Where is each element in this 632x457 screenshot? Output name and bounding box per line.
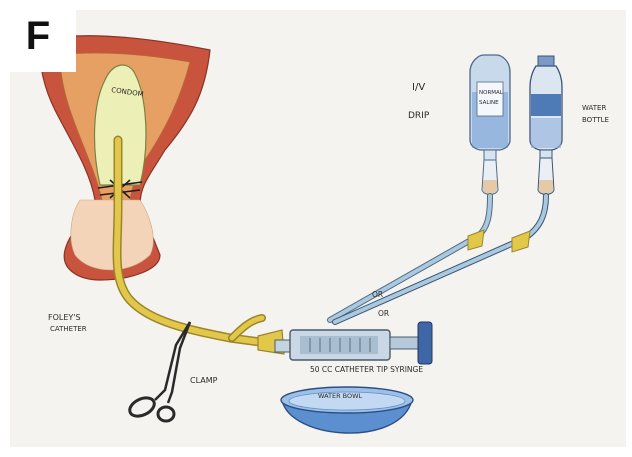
iv-drip-label-line2: DRIP [408,111,430,121]
water-bottle-label-line1: WATER [582,104,606,112]
saline-label-line2: SALINE [479,100,499,106]
drip-chamber-left [482,160,498,195]
panel-letter: F [0,0,76,72]
or-label-2: OR [378,309,389,318]
saline-label-panel [477,82,503,116]
iv-drip-label-line1: I/V [412,82,425,93]
syringe-label: 50 CC CATHETER TIP SYRINGE [310,365,423,374]
saline-label-line1: NORMAL [479,90,504,96]
iv-saline-bottle: NORMAL SALINE [470,55,510,160]
water-bottle-band [531,94,561,116]
foleys-label-line1: FOLEY'S [48,313,81,322]
water-bottle-label-line2: BOTTLE [582,116,609,124]
water-bowl-label: WATER BOWL [318,392,363,400]
syringe-thumb-rest [418,322,432,364]
clamp-label: CLAMP [190,376,218,385]
or-label-1: OR [372,290,383,299]
syringe-plunger [390,337,420,349]
cervix [71,200,153,270]
foleys-label-line2: CATHETER [50,325,87,333]
syringe-fluid [300,336,378,354]
water-bottle [530,56,562,158]
drip-chamber-right [538,158,554,195]
water-bottle-fluid [531,118,561,148]
